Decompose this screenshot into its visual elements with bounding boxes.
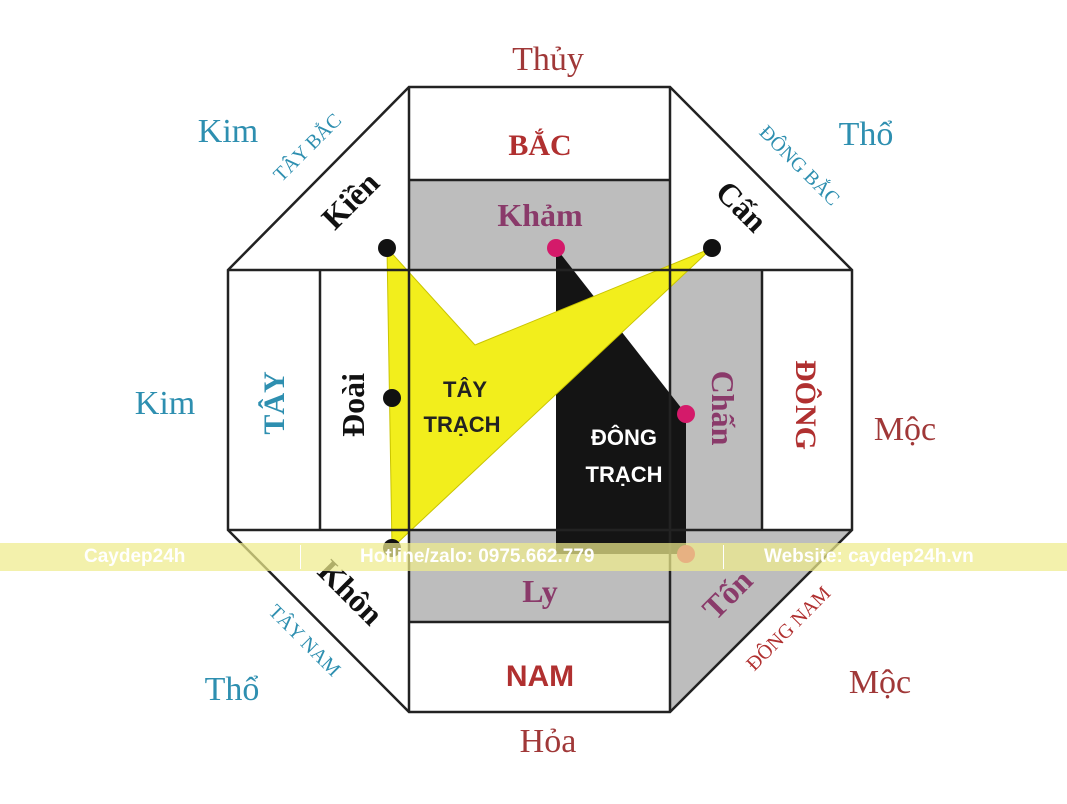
trigram-north: Khảm [497, 197, 583, 233]
tay-trach-line1: TÂY [443, 377, 487, 402]
dong-trach-line2: TRẠCH [586, 462, 663, 487]
trigram-west: Đoài [335, 373, 371, 437]
direction-north: BẮC [508, 128, 571, 162]
trigram-east: Chấn [705, 371, 741, 446]
kiền-dot [378, 239, 396, 257]
tay-trach-line2: TRẠCH [424, 412, 501, 437]
element-bottom: Hỏa [520, 723, 577, 760]
cấn-dot [703, 239, 721, 257]
element-top-right: Thổ [839, 116, 894, 153]
direction-northeast: ĐÔNG BẮC [755, 120, 845, 210]
khảm-dot [547, 239, 565, 257]
element-top: Thủy [512, 41, 584, 78]
element-bottom-left: Thổ [205, 671, 260, 708]
watermark-hotline: Hotline/zalo: 0975.662.779 [360, 546, 595, 567]
grid-lines [228, 87, 852, 712]
element-right: Mộc [874, 411, 936, 448]
watermark-website: Website: caydep24h.vn [764, 546, 974, 567]
watermark-brand: Caydep24h [84, 546, 186, 567]
element-bottom-right: Mộc [849, 664, 911, 701]
trigram-south: Ly [522, 573, 558, 609]
direction-south: NAM [506, 660, 574, 693]
watermark-bar: Caydep24h Hotline/zalo: 0975.662.779 Web… [0, 543, 1067, 571]
element-left: Kim [135, 385, 195, 422]
dong-trach-line1: ĐÔNG [591, 425, 657, 450]
trigram-northwest: Kiền [314, 164, 386, 236]
khảm-cell [409, 180, 670, 270]
watermark-divider [300, 545, 301, 569]
direction-southwest: TÂY NAM [264, 600, 345, 681]
watermark-divider [723, 545, 724, 569]
direction-west: TÂY [258, 371, 291, 435]
element-top-left: Kim [198, 113, 258, 150]
direction-northwest: TÂY BẮC [268, 108, 346, 186]
direction-east: ĐÔNG [789, 360, 822, 450]
đoài-dot [383, 389, 401, 407]
chấn-dot [677, 405, 695, 423]
